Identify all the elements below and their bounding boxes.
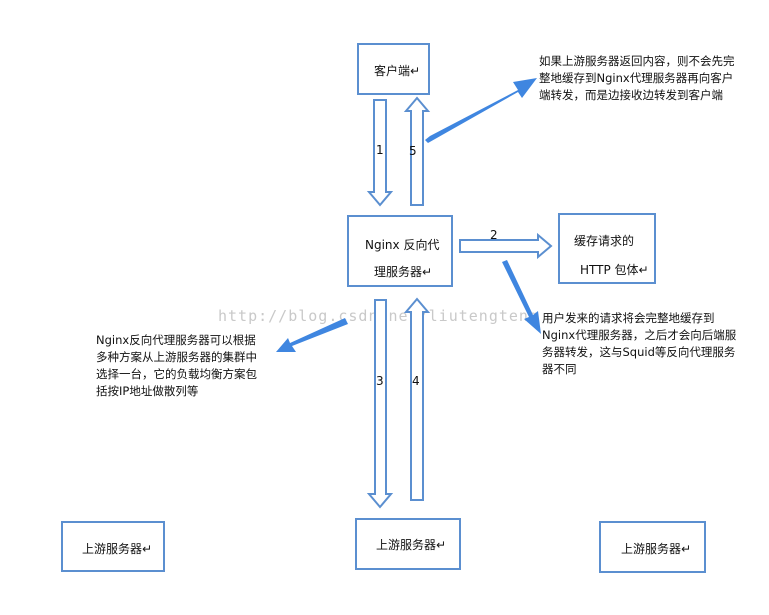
upstream-right-label: 上游服务器↵ <box>621 542 692 556</box>
upstream-center-label: 上游服务器↵ <box>376 538 447 552</box>
client-box: 客户端↵ <box>357 43 430 95</box>
cache-label-line2: HTTP 包体↵ <box>580 263 649 277</box>
upstream-left-label: 上游服务器↵ <box>82 542 153 556</box>
cache-label-line1: 缓存请求的 <box>574 234 635 248</box>
nginx-proxy-box: Nginx 反向代 理服务器↵ <box>347 215 453 287</box>
note-top-right: 如果上游服务器返回内容，则不会先完 整地缓存到Nginx代理服务器再向客户 端转… <box>539 54 735 102</box>
upstream-server-right: 上游服务器↵ <box>599 521 706 573</box>
arrow-step-1 <box>366 99 394 207</box>
client-label: 客户端↵ <box>374 64 421 78</box>
upstream-server-left: 上游服务器↵ <box>61 521 165 572</box>
nginx-label-line1: Nginx 反向代 <box>365 238 440 252</box>
arrow-step-3 <box>366 299 394 509</box>
step-2-label: 2 <box>490 228 498 242</box>
step-4-label: 4 <box>412 374 420 388</box>
arrow-step-4 <box>403 297 431 501</box>
step-3-label: 3 <box>376 374 384 388</box>
arrow-step-2 <box>459 232 553 260</box>
step-5-label: 5 <box>409 144 417 158</box>
arrow-step-5 <box>403 96 431 206</box>
note-left: Nginx反向代理服务器可以根据 多种方案从上游服务器的集群中 选择一台，它的负… <box>96 333 257 398</box>
cache-box: 缓存请求的 HTTP 包体↵ <box>558 213 656 284</box>
nginx-label-line2: 理服务器↵ <box>374 265 433 279</box>
callout-arrow-top-right <box>425 78 537 143</box>
callout-arrow-left <box>276 318 348 352</box>
upstream-server-center: 上游服务器↵ <box>355 518 461 570</box>
note-middle-right: 用户发来的请求将会完整地缓存到 Nginx代理服务器，之后才会向后端服 务器转发… <box>542 311 737 376</box>
step-1-label: 1 <box>376 143 384 157</box>
callout-arrow-middle-right <box>502 260 541 334</box>
